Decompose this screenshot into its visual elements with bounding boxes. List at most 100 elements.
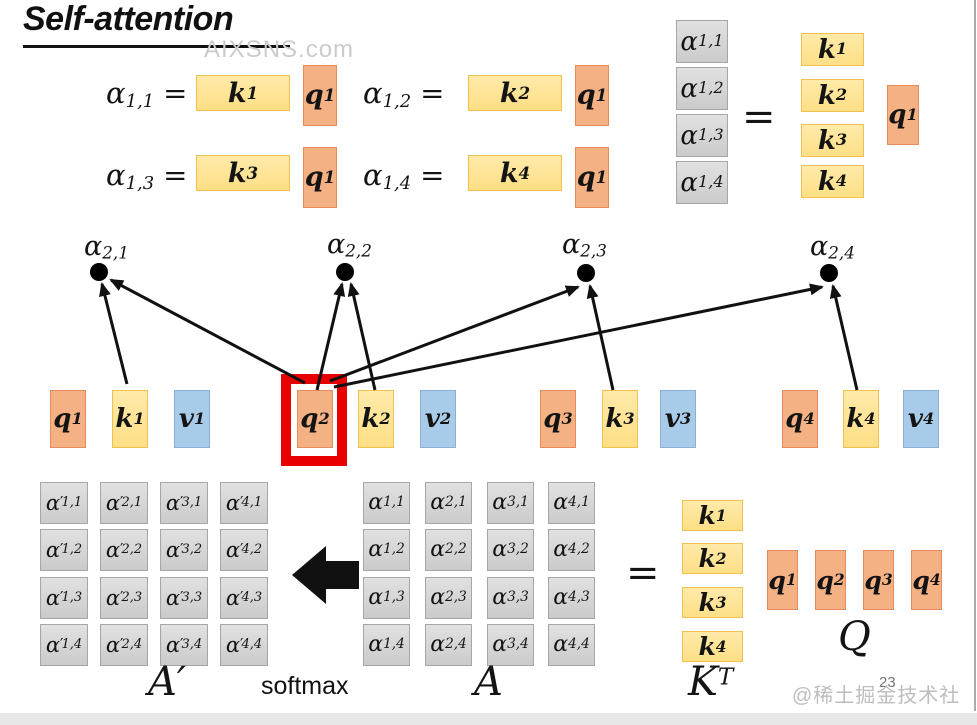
q-matrix-label: Q [838, 614, 871, 660]
a-prime-cell: α′3,4 [160, 624, 208, 666]
equation-alpha-label: α1,3= [106, 158, 188, 194]
a-prime-cell: α′1,4 [40, 624, 88, 666]
softmax-arrow-icon [292, 546, 359, 604]
attention-node-label: α2,3 [562, 229, 607, 261]
equation-alpha-label: α1,4= [363, 158, 445, 194]
q2-highlight-box [281, 374, 347, 466]
attention-node-dot-a24 [820, 264, 838, 282]
a-prime-cell: α′4,2 [220, 529, 268, 571]
a-prime-cell: α′2,4 [100, 624, 148, 666]
slide-title: Self-attention [23, 0, 234, 38]
a-prime-cell: α′2,2 [100, 529, 148, 571]
page-number: 23 [879, 674, 896, 691]
k-transpose-label: KT [688, 659, 734, 705]
equation-alpha-label: α1,1= [106, 76, 188, 112]
a-prime-cell: α′1,1 [40, 482, 88, 524]
vector-equals-sign: = [742, 94, 776, 140]
arrow-q2-to-a24 [333, 283, 824, 389]
softmax-label: softmax [261, 672, 349, 700]
arrow-q2-to-a23 [329, 285, 580, 383]
watermark-top: AIXSNS.com [204, 36, 355, 63]
a-matrix-label: A [474, 659, 503, 705]
a-prime-cell: α′4,3 [220, 577, 268, 619]
a-prime-cell: α′3,1 [160, 482, 208, 524]
slide-right-border [974, 0, 976, 711]
a-prime-cell: α′4,1 [220, 482, 268, 524]
a-prime-cell: α′2,3 [100, 577, 148, 619]
arrow-q2-to-a21 [109, 278, 306, 385]
a-prime-cell: α′1,3 [40, 577, 88, 619]
attention-node-label: α2,2 [327, 229, 372, 261]
bottom-equals-sign: = [626, 550, 660, 596]
a-prime-cell: α′2,1 [100, 482, 148, 524]
a-prime-cell: α′3,3 [160, 577, 208, 619]
attention-node-dot-a23 [577, 264, 595, 282]
attention-node-dot-a22 [336, 263, 354, 281]
arrow-k1-to-a21 [99, 282, 129, 385]
a-prime-matrix-label: A′ [148, 659, 186, 705]
title-underline [23, 45, 290, 48]
arrow-k3-to-a23 [586, 284, 615, 391]
bottom-strip [0, 713, 977, 725]
k-transpose-superscript: T [717, 663, 734, 691]
attention-node-label: α2,1 [84, 231, 129, 263]
attention-node-dot-a21 [90, 263, 108, 281]
a-prime-cell: α′3,2 [160, 529, 208, 571]
attention-node-label: α2,4 [810, 231, 855, 263]
arrow-k2-to-a22 [347, 282, 377, 391]
equation-alpha-label: α1,2= [363, 76, 445, 112]
